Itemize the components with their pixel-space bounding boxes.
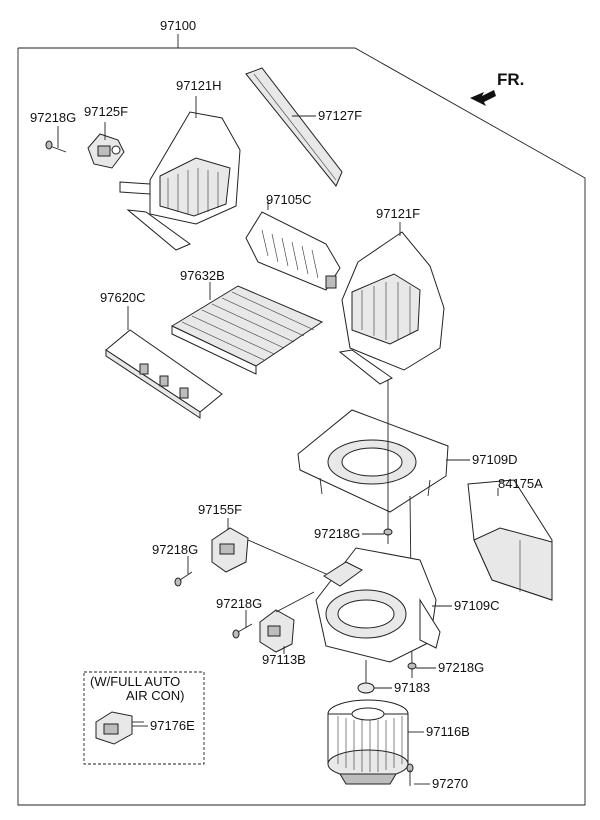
part-label-97218G-mid: 97218G bbox=[314, 526, 360, 541]
part-label-97121F: 97121F bbox=[376, 206, 420, 221]
part-label-97218G-right: 97218G bbox=[438, 660, 484, 675]
part-label-97218G-left: 97218G bbox=[152, 542, 198, 557]
screw-icon bbox=[174, 571, 193, 587]
resistor-module-icon bbox=[211, 527, 249, 573]
part-label-97105C: 97105C bbox=[266, 192, 312, 207]
option-box-line1: (W/FULL AUTO bbox=[90, 674, 180, 689]
part-label-97176E: 97176E bbox=[150, 718, 195, 733]
part-label-97270: 97270 bbox=[432, 776, 468, 791]
part-label-97632B: 97632B bbox=[180, 268, 225, 283]
option-box bbox=[83, 671, 205, 765]
actuator-icon bbox=[87, 133, 125, 169]
upper-housing-right-icon bbox=[338, 231, 445, 385]
part-label-97125F: 97125F bbox=[84, 104, 128, 119]
part-label-97121H: 97121H bbox=[176, 78, 222, 93]
screw-icon bbox=[383, 528, 393, 544]
air-filter-icon bbox=[170, 285, 324, 375]
part-label-97183: 97183 bbox=[394, 680, 430, 695]
front-direction-label: FR. bbox=[497, 70, 524, 89]
part-label-97113B: 97113B bbox=[262, 652, 306, 667]
upper-housing-left-icon bbox=[119, 111, 241, 251]
part-label-97109D: 97109D bbox=[472, 452, 518, 467]
insulation-pad-icon bbox=[467, 479, 553, 601]
screw-icon bbox=[407, 662, 417, 678]
part-label-97116B: 97116B bbox=[426, 724, 470, 739]
part-label-97218G-lower: 97218G bbox=[216, 596, 262, 611]
screw-icon bbox=[232, 623, 253, 639]
screw-icon bbox=[406, 763, 414, 786]
small-actuator-icon bbox=[259, 609, 295, 653]
part-label-97620C: 97620C bbox=[100, 290, 146, 305]
filter-frame-icon bbox=[105, 329, 223, 419]
part-label-84175A: 84175A bbox=[498, 476, 543, 491]
assembly-label: 97100 bbox=[160, 18, 196, 33]
blower-upper-case-icon bbox=[297, 409, 449, 513]
clip-icon bbox=[357, 660, 375, 694]
blower-scroll-case-icon bbox=[315, 547, 441, 663]
part-label-97109C: 97109C bbox=[454, 598, 500, 613]
blower-motor-fan-icon bbox=[327, 699, 409, 785]
part-label-97127F: 97127F bbox=[318, 108, 362, 123]
option-box-line2: AIR CON) bbox=[126, 688, 185, 703]
sensor-module-icon bbox=[95, 711, 144, 745]
part-label-97218G-top: 97218G bbox=[30, 110, 76, 125]
front-direction-arrow bbox=[470, 90, 496, 106]
screw-icon bbox=[45, 140, 67, 153]
assembly-frame bbox=[17, 34, 586, 806]
filter-door-icon bbox=[245, 211, 341, 291]
part-label-97155F: 97155F bbox=[198, 502, 242, 517]
seal-strip-icon bbox=[245, 67, 343, 187]
